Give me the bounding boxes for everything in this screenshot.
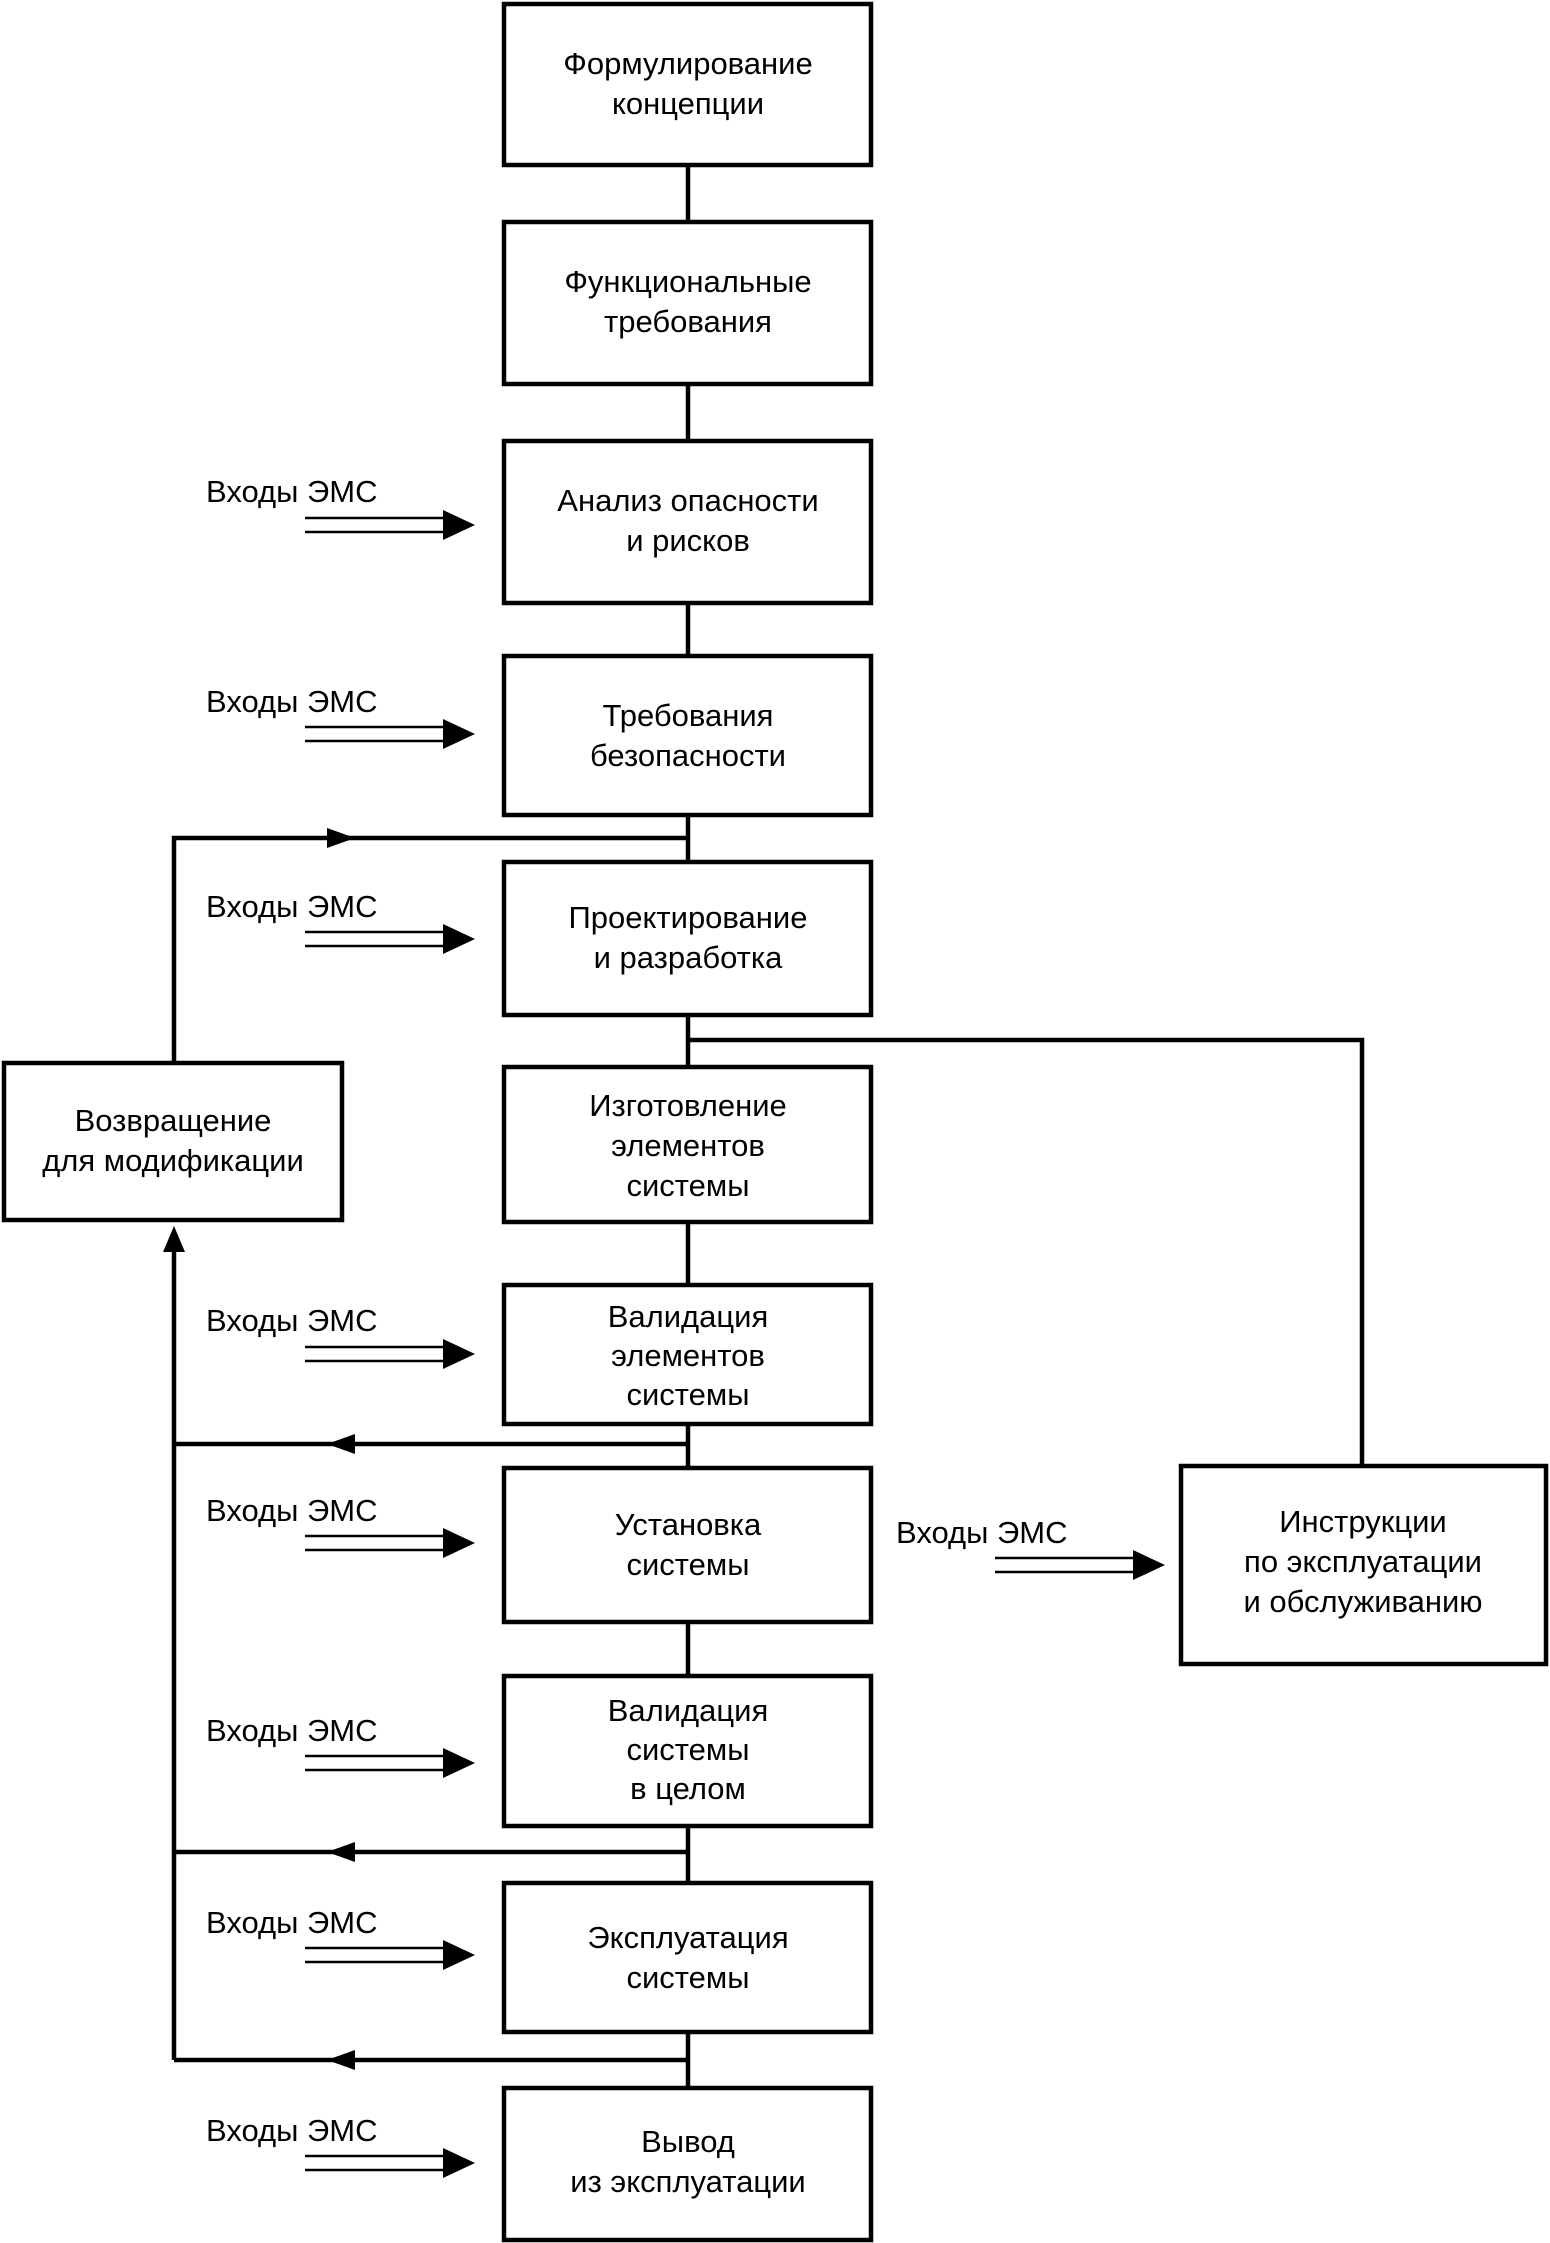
emc-input-label: Входы ЭМС — [206, 2113, 378, 2148]
stage-decommissioning-line-1: Вывод — [641, 2124, 735, 2159]
emc-input-label: Входы ЭМС — [206, 1493, 378, 1528]
box-return-for-modification: Возвращение для модификации — [1, 1060, 345, 1223]
emc-input-label: Входы ЭМС — [206, 889, 378, 924]
double-arrow-icon — [1133, 1550, 1165, 1580]
double-arrow-icon — [443, 1940, 475, 1970]
stage-validation-elements-line-1: Валидация — [608, 1299, 769, 1334]
box-operating-instructions: Инструкции по эксплуатации и обслуживани… — [1178, 1463, 1549, 1667]
double-arrow-icon — [443, 2148, 475, 2178]
stage-hazard-line-2: и рисков — [626, 523, 750, 558]
stage-design-line-1: Проектирование — [569, 900, 808, 935]
loop-arrowheads — [163, 828, 355, 2070]
stage-validation-system: Валидация системы в целом — [501, 1673, 874, 1829]
stage-validation-system-line-2: системы — [626, 1732, 749, 1767]
emc-input-label: Входы ЭМС — [896, 1515, 1068, 1550]
arrowhead-left-icon — [327, 2050, 355, 2070]
instructions-box-line-1: Инструкции — [1279, 1504, 1446, 1539]
stage-validation-system-line-1: Валидация — [608, 1693, 769, 1728]
stage-installation-line-1: Установка — [615, 1507, 762, 1542]
stage-installation: Установка системы — [501, 1465, 874, 1625]
stage-manufacture-line-1: Изготовление — [589, 1088, 787, 1123]
stage-functional-line-1: Функциональные — [564, 264, 811, 299]
stage-design-development: Проектирование и разработка — [501, 859, 874, 1018]
stage-validation-elements: Валидация элементов системы — [501, 1282, 874, 1427]
stage-installation-line-2: системы — [626, 1547, 749, 1582]
stage-decommissioning: Вывод из эксплуатации — [501, 2085, 874, 2243]
return-box-line-1: Возвращение — [75, 1103, 272, 1138]
stage-validation-elements-line-2: элементов — [611, 1338, 765, 1373]
stage-functional-line-2: требования — [604, 304, 772, 339]
connector-design-to-instructions — [688, 1037, 1365, 1466]
double-arrow-icon — [443, 1528, 475, 1558]
emc-input-label: Входы ЭМС — [206, 1905, 378, 1940]
stage-safety-line-2: безопасности — [590, 738, 786, 773]
arrowhead-left-icon — [327, 1434, 355, 1454]
arrowhead-up-icon — [163, 1226, 185, 1252]
connectors — [171, 165, 1365, 2088]
emc-input-label: Входы ЭМС — [206, 1303, 378, 1338]
double-arrow-icon — [443, 719, 475, 749]
emc-input-label: Входы ЭМС — [206, 1713, 378, 1748]
stage-validation-system-line-3: в целом — [630, 1771, 746, 1806]
return-line-to-design — [171, 835, 688, 1063]
return-box-line-2: для модификации — [42, 1143, 304, 1178]
stage-validation-elements-line-3: системы — [626, 1377, 749, 1412]
stage-functional-requirements: Функциональные требования — [501, 219, 874, 387]
stage-safety-line-1: Требования — [603, 698, 774, 733]
stage-operation-line-1: Эксплуатация — [587, 1920, 788, 1955]
stage-safety-requirements: Требования безопасности — [501, 653, 874, 818]
stage-hazard-line-1: Анализ опасности — [557, 483, 818, 518]
arrowhead-right-icon — [327, 828, 355, 848]
arrowhead-left-icon — [327, 1842, 355, 1862]
stage-operation: Эксплуатация системы — [501, 1880, 874, 2035]
stage-concept: Формулирование концепции — [501, 1, 874, 168]
double-arrow-icon — [443, 510, 475, 540]
stage-manufacture-elements: Изготовление элементов системы — [501, 1064, 874, 1225]
stage-operation-line-2: системы — [626, 1960, 749, 1995]
emc-inputs: Входы ЭМС Входы ЭМС Входы ЭМС Входы ЭМС … — [206, 474, 1165, 2178]
stage-hazard-risk-analysis: Анализ опасности и рисков — [501, 438, 874, 606]
emc-input-label: Входы ЭМС — [206, 474, 378, 509]
double-arrow-icon — [443, 1748, 475, 1778]
stage-manufacture-line-3: системы — [626, 1168, 749, 1203]
stage-concept-line-1: Формулирование — [563, 46, 812, 81]
stage-design-line-2: и разработка — [594, 940, 784, 975]
double-arrow-icon — [443, 924, 475, 954]
emc-input-label: Входы ЭМС — [206, 684, 378, 719]
instructions-box-line-3: и обслуживанию — [1243, 1584, 1482, 1619]
stage-concept-line-2: концепции — [612, 86, 764, 121]
stage-manufacture-line-2: элементов — [611, 1128, 765, 1163]
double-arrow-icon — [443, 1339, 475, 1369]
stage-decommissioning-line-2: из эксплуатации — [570, 2164, 805, 2199]
instructions-box-line-2: по эксплуатации — [1244, 1544, 1482, 1579]
